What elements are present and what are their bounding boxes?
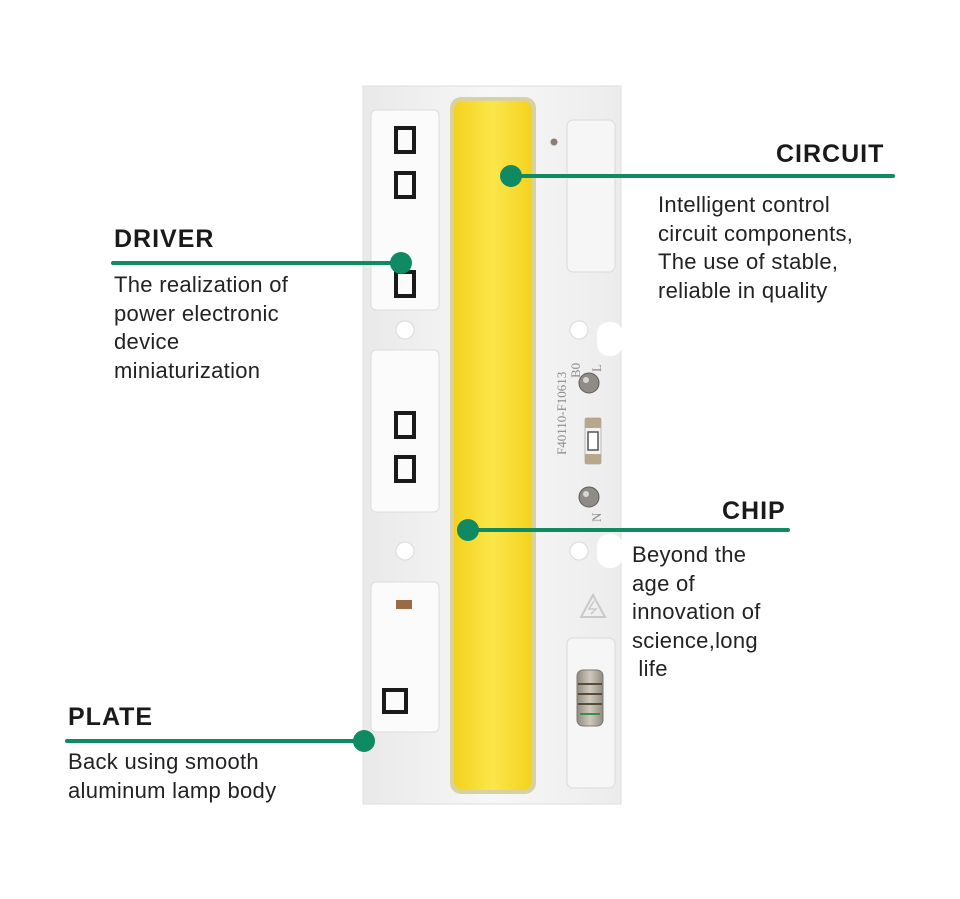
mounting-holes xyxy=(395,320,589,561)
driver-line-4: miniaturization xyxy=(114,357,261,383)
plate-title: PLATE xyxy=(68,703,154,731)
board-code-text: B0 xyxy=(568,363,583,378)
circuit-line-1: Intelligent control xyxy=(658,192,831,217)
terminal-n-solder xyxy=(578,486,600,508)
driver-title: DRIVER xyxy=(114,225,215,253)
chip-callout-dot xyxy=(457,519,479,541)
driver-line-2: power electronic xyxy=(114,300,279,326)
small-capacitor xyxy=(396,600,412,609)
chip-line-5: life xyxy=(632,656,668,681)
chip-line-2: age of xyxy=(632,570,695,596)
plate-line-2: aluminum lamp body xyxy=(68,777,277,803)
part-number-text: F40110-F10613 xyxy=(554,372,569,455)
driver-callout-dot xyxy=(390,252,412,274)
circuit-line-4: reliable in quality xyxy=(658,277,828,303)
circuit-description: Intelligent control circuit components, … xyxy=(658,191,853,305)
terminal-l-label: L xyxy=(589,364,604,372)
terminal-n-label: N xyxy=(589,512,604,522)
circuit-line-2: circuit components, xyxy=(658,220,854,246)
circuit-line-3: The use of stable, xyxy=(658,249,839,274)
chip-line-1: Beyond the xyxy=(632,542,747,567)
circuit-callout-dot xyxy=(500,165,522,187)
chip-description: Beyond the age of innovation of science,… xyxy=(632,541,761,684)
cob-phosphor xyxy=(454,101,532,790)
callout-dots xyxy=(353,165,522,752)
plate-description: Back using smooth aluminum lamp body xyxy=(68,748,276,805)
test-point xyxy=(550,138,558,146)
resistor-body xyxy=(576,669,604,727)
left-pad-bottom xyxy=(370,581,440,733)
left-pad-middle xyxy=(370,349,440,513)
chip-title: CHIP xyxy=(722,497,786,525)
plate-line-1: Back using smooth xyxy=(68,749,259,774)
edge-notch-top xyxy=(597,322,623,356)
chip-line-3: innovation of xyxy=(632,599,761,624)
right-pad-top xyxy=(566,119,616,273)
driver-components xyxy=(382,126,416,714)
driver-line-3: device xyxy=(114,329,180,354)
left-pad-top xyxy=(370,109,440,311)
chip-line-4: science,long xyxy=(632,627,758,653)
driver-line-1: The realization of xyxy=(114,272,289,297)
callout-lines xyxy=(65,174,895,743)
warning-triangle-icon xyxy=(579,592,607,618)
driver-description: The realization of power electronic devi… xyxy=(114,271,288,385)
circuit-title: CIRCUIT xyxy=(776,140,885,168)
resistor-bands xyxy=(578,683,602,705)
plate-callout-dot xyxy=(353,730,375,752)
edge-notch-bottom xyxy=(597,534,623,568)
